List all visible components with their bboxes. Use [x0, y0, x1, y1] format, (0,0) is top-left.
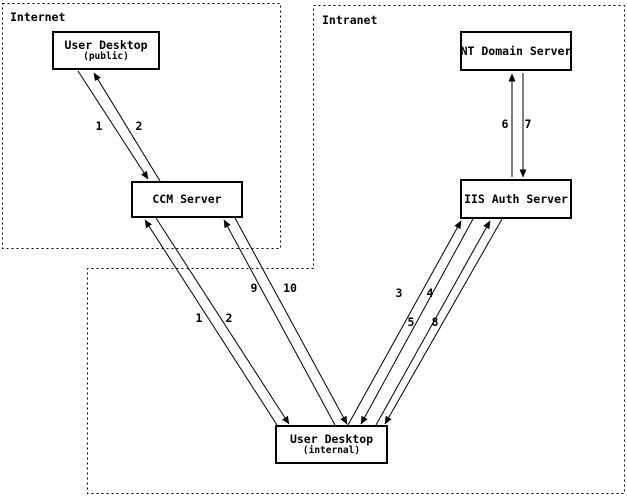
edge-line-1-internal-to-ccm [144, 219, 278, 426]
node-user-desktop-internal: User Desktop (internal) [275, 425, 388, 464]
node-title: User Desktop [64, 38, 148, 52]
edge-label-6: 6 [501, 117, 509, 131]
node-nt-domain-server: NT Domain Server [460, 31, 572, 71]
edge-label-3: 3 [395, 286, 403, 300]
edge-line-4-iis-to-internal [360, 218, 474, 425]
edge-line-9-internal-to-ccm [223, 219, 336, 426]
node-iis-auth-server: IIS Auth Server [460, 179, 572, 219]
node-user-desktop-public: User Desktop (public) [52, 31, 160, 70]
node-title: NT Domain Server [460, 43, 572, 58]
edge-label-10: 10 [283, 281, 297, 295]
edge-label-9: 9 [250, 281, 258, 295]
node-title: User Desktop [289, 432, 374, 446]
node-subtitle: (public) [83, 51, 129, 62]
node-ccm-server: CCM Server [131, 181, 243, 218]
node-title: IIS Auth Server [464, 191, 568, 206]
edge-label-4: 4 [426, 286, 434, 300]
intranet-zone-label: Intranet [322, 13, 378, 27]
edge-label-2-internal: 2 [225, 311, 233, 325]
edge-line-2-ccm-to-public [93, 72, 161, 182]
edge-label-5: 5 [407, 315, 415, 329]
intranet-zone-outline [87, 5, 625, 494]
edge-line-5-internal-to-iis [375, 220, 491, 426]
node-subtitle: (internal) [302, 445, 361, 456]
edge-label-2-public: 2 [135, 119, 143, 133]
edge-label-8: 8 [431, 315, 439, 329]
edge-line-2-ccm-to-internal [155, 217, 290, 425]
internet-zone-outline [2, 3, 281, 249]
edge-line-10-ccm-to-internal [234, 217, 348, 425]
edge-line-8-iis-to-internal [384, 218, 503, 425]
edge-line-1-public-to-ccm [77, 70, 149, 180]
edge-label-1-public: 1 [95, 119, 103, 133]
node-title: CCM Server [152, 192, 222, 206]
edge-label-1-internal: 1 [195, 311, 203, 325]
edge-label-7: 7 [524, 117, 532, 131]
internet-zone-label: Internet [10, 10, 66, 24]
edge-line-3-internal-to-iis [347, 220, 462, 426]
